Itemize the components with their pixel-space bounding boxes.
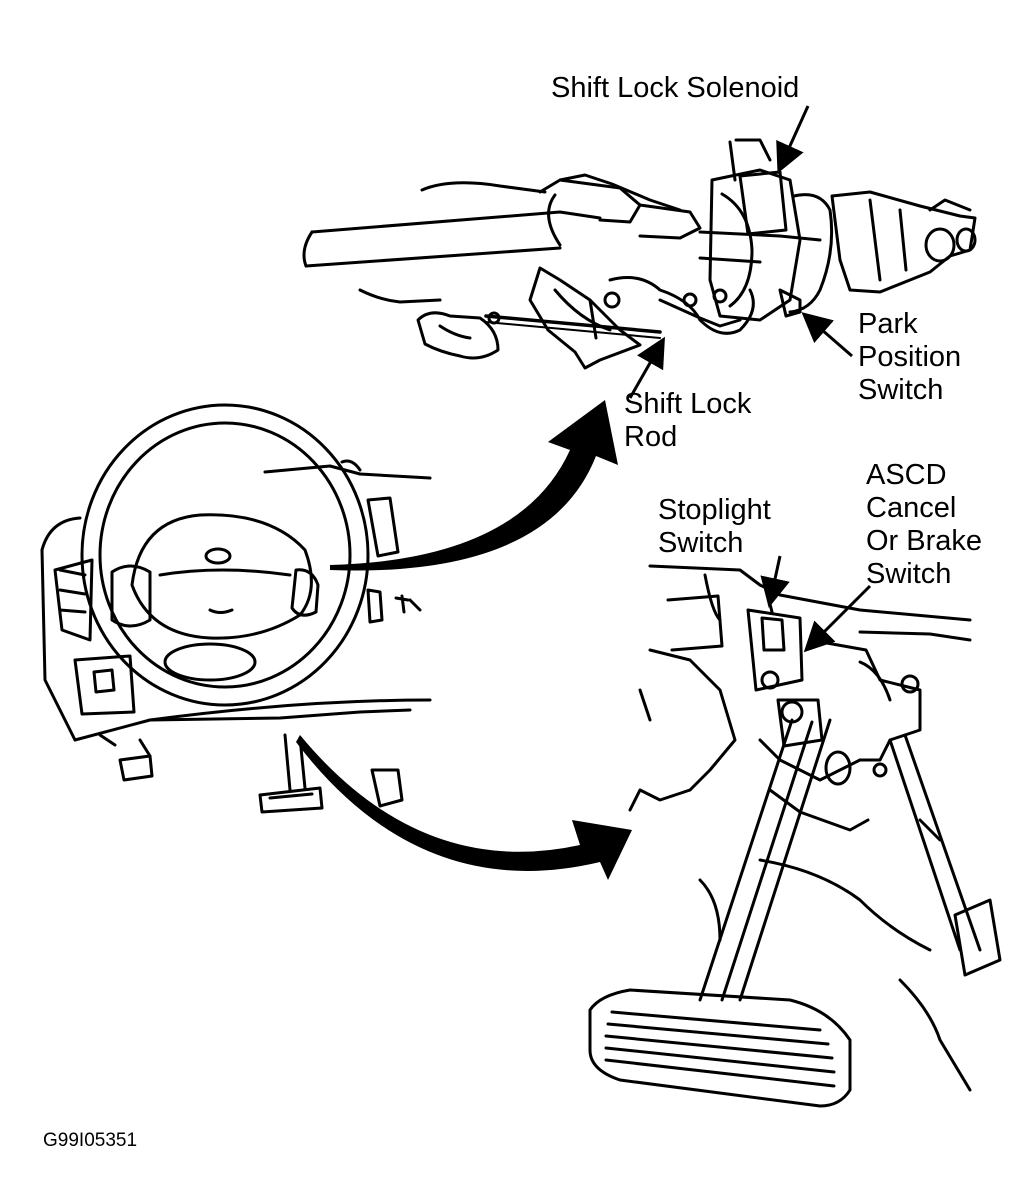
label-line: Stoplight [658, 494, 771, 526]
label-line: Park [858, 308, 918, 340]
label-shift-lock-solenoid: Shift Lock Solenoid [551, 72, 800, 104]
steering-column-assembly [302, 138, 977, 370]
figure-code: G99I05351 [43, 1130, 138, 1151]
leader-ascd-cancel-switch [803, 584, 872, 653]
label-line: ASCD [866, 459, 947, 491]
curved-arrow-to-pedal [296, 735, 632, 880]
label-line: Switch [866, 558, 952, 590]
brake-pedal-assembly [588, 564, 1002, 1108]
leader-lines [628, 105, 872, 653]
leader-park-position-switch [801, 312, 853, 358]
label-line: Switch [858, 374, 944, 406]
leader-stoplight-switch [760, 555, 790, 608]
curved-arrow-to-column [330, 400, 618, 571]
label-line: Cancel [866, 492, 957, 524]
label-line: Position [858, 341, 962, 373]
leader-shift-lock-rod [628, 336, 665, 399]
leader-shift-lock-solenoid [776, 105, 810, 174]
label-line: Switch [658, 527, 744, 559]
label-line: Rod [624, 421, 678, 453]
dashboard-steering-wheel [40, 403, 432, 814]
label-line: Or Brake [866, 525, 983, 557]
label-line: Shift Lock [624, 388, 752, 420]
